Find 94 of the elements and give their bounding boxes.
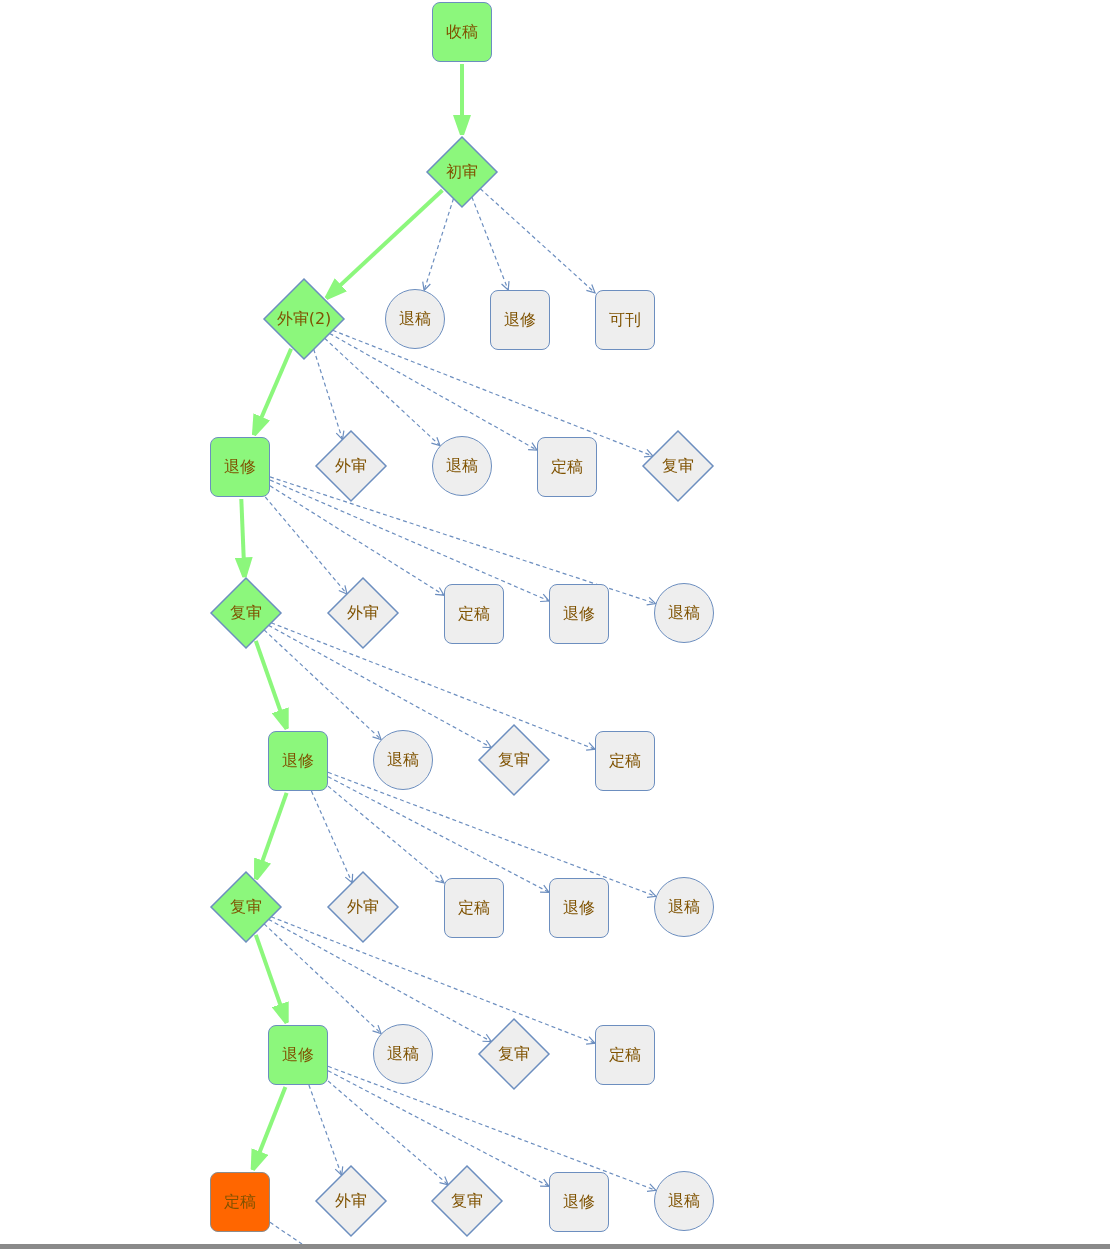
- dashed-arrow: [327, 771, 657, 898]
- process-box: [549, 584, 609, 644]
- dashed-arrow: [313, 348, 345, 441]
- dashed-arrow: [264, 496, 348, 595]
- process-box: [268, 1025, 328, 1085]
- dashed-arrow: [327, 1080, 449, 1186]
- dashed-arrow: [269, 485, 445, 596]
- node-label: 复审: [451, 1191, 483, 1211]
- end-circle: [432, 436, 492, 496]
- dashed-arrow: [332, 329, 654, 458]
- node-label: 复审: [498, 750, 530, 770]
- dashed-arrow: [270, 622, 596, 751]
- process-box: [268, 731, 328, 791]
- process-box: [490, 290, 550, 350]
- node-label: 收稿: [446, 22, 478, 42]
- node-label: 定稿: [458, 604, 490, 624]
- node-label: 复审: [498, 1044, 530, 1064]
- process-box: [537, 437, 597, 497]
- decision-diamond: [315, 1165, 387, 1237]
- dashed-arrow: [263, 923, 382, 1035]
- node-label: 退修: [563, 898, 595, 918]
- decision-diamond: [263, 278, 345, 360]
- dashed-arrow: [269, 479, 550, 603]
- node-label: 外审: [335, 456, 367, 476]
- dashed-arrow: [263, 629, 382, 741]
- dashed-arrow: [269, 476, 657, 606]
- process-box: [210, 437, 270, 497]
- node-label: 退稿: [668, 603, 700, 623]
- node-label: 退修: [282, 1045, 314, 1065]
- node-label: 定稿: [609, 751, 641, 771]
- process-box: [432, 2, 492, 62]
- node-label: 退修: [563, 604, 595, 624]
- process-box: [549, 878, 609, 938]
- process-box: [595, 1025, 655, 1085]
- node-label: 退稿: [399, 309, 431, 329]
- node-label: 退稿: [387, 1044, 419, 1064]
- dashed-arrow: [268, 624, 492, 749]
- node-label: 退稿: [668, 1191, 700, 1211]
- process-box: [444, 878, 504, 938]
- process-box: [595, 731, 655, 791]
- decision-diamond: [327, 871, 399, 943]
- dashed-arrow: [422, 197, 455, 291]
- node-label: 定稿: [551, 457, 583, 477]
- node-label: 退修: [504, 310, 536, 330]
- node-label: 复审: [230, 603, 262, 623]
- node-label: 定稿: [609, 1045, 641, 1065]
- node-label: 退修: [282, 751, 314, 771]
- dashed-arrow: [329, 332, 538, 451]
- dashed-arrow: [327, 785, 445, 884]
- node-label: 外审: [335, 1191, 367, 1211]
- end-circle: [654, 1171, 714, 1231]
- end-circle: [654, 583, 714, 643]
- dashed-arrow: [268, 918, 492, 1043]
- node-label: 定稿: [224, 1192, 256, 1212]
- end-circle: [385, 289, 445, 349]
- dashed-line: [269, 1221, 303, 1245]
- node-label: 外审: [347, 603, 379, 623]
- node-label: 退稿: [387, 750, 419, 770]
- decision-diamond: [315, 430, 387, 502]
- process-box: [444, 584, 504, 644]
- node-label: 初审: [446, 162, 478, 182]
- decision-diamond: [478, 724, 550, 796]
- dashed-arrow: [327, 1070, 550, 1187]
- decision-diamond: [327, 577, 399, 649]
- process-box: [595, 290, 655, 350]
- dashed-arrow: [308, 1084, 344, 1176]
- dashed-arrow: [324, 337, 441, 447]
- dashed-arrow: [471, 196, 510, 291]
- node-label: 可刊: [609, 310, 641, 330]
- decision-diamond: [642, 430, 714, 502]
- dashed-arrow: [310, 790, 354, 884]
- decision-diamond: [431, 1165, 503, 1237]
- end-circle: [654, 877, 714, 937]
- decision-diamond: [210, 577, 282, 649]
- decision-diamond: [426, 136, 498, 208]
- decision-diamond: [210, 871, 282, 943]
- node-label: 外审: [347, 897, 379, 917]
- end-circle: [373, 1024, 433, 1084]
- node-label: 退修: [224, 457, 256, 477]
- decision-diamond: [478, 1018, 550, 1090]
- node-label: 退稿: [668, 897, 700, 917]
- dashed-arrow: [479, 188, 596, 294]
- dashed-arrow: [327, 1065, 657, 1192]
- node-label: 复审: [230, 897, 262, 917]
- node-label: 外审(2): [276, 309, 332, 329]
- dashed-arrow: [327, 776, 550, 893]
- node-label: 退修: [563, 1192, 595, 1212]
- node-label: 退稿: [446, 456, 478, 476]
- end-circle: [373, 730, 433, 790]
- dashed-arrow: [270, 916, 596, 1045]
- process-box: [210, 1172, 270, 1232]
- node-label: 复审: [662, 456, 694, 476]
- process-box: [549, 1172, 609, 1232]
- node-label: 定稿: [458, 898, 490, 918]
